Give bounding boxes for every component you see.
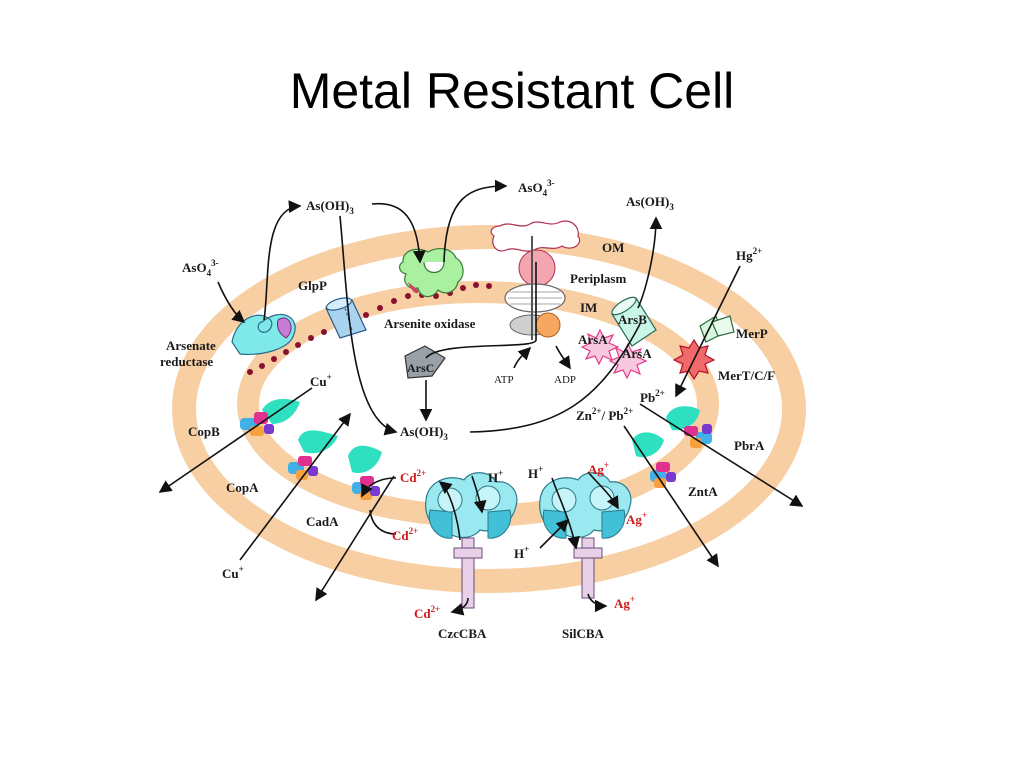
arsa-stars (580, 328, 648, 380)
cd-bottom-label: Cd2+ (414, 604, 440, 621)
h-bottom-label: H+ (514, 544, 529, 561)
czccba-label: CzcCBA (438, 626, 487, 641)
pbra-protein (666, 406, 712, 448)
arsb-channel (611, 296, 657, 347)
arsa-label-2: ArsA (622, 346, 652, 361)
pbra-label: PbrA (734, 438, 765, 453)
outer-membrane (172, 225, 806, 593)
slide-title: Metal Resistant Cell (289, 63, 735, 119)
mert-label: MerT/C/F (718, 368, 775, 383)
arsc-enzyme (404, 345, 446, 379)
merp-label: MerP (736, 326, 768, 341)
reaction-arrows (158, 179, 804, 616)
periplasm-label: Periplasm (570, 271, 626, 286)
arsc-label: ArsC (407, 361, 434, 375)
asoh3-center-label: As(OH)3 (400, 424, 448, 442)
arsenate-reductase-protein (231, 313, 296, 355)
ag-bottom-label: Ag+ (614, 594, 635, 611)
asoh3-right-label: As(OH)3 (626, 194, 674, 212)
adp-label: ADP (554, 374, 576, 386)
im-label: IM (580, 300, 597, 315)
copa-label: CopA (226, 480, 259, 495)
copb-label: CopB (188, 424, 220, 439)
czccba-complex (425, 472, 518, 609)
cu-top-label: Cu+ (310, 372, 332, 389)
asoh3-left-label: As(OH)3 (306, 198, 354, 216)
ag-top-label: Ag+ (588, 460, 609, 477)
aso4-top-label: AsO43- (518, 178, 555, 198)
outer-membrane-pore (490, 220, 581, 252)
cada-label: CadA (306, 514, 339, 529)
glpp-label: GlpP (298, 278, 327, 293)
cu-bottom-label: Cu+ (222, 564, 244, 581)
arsa-label-1: ArsA (578, 332, 608, 347)
glpp-channel (325, 297, 367, 339)
arsenite-oxidase-label: Arsenite oxidase (384, 316, 476, 331)
arsenate-reductase-label-1: Arsenate (166, 338, 216, 353)
znta-label: ZntA (688, 484, 718, 499)
h-right-label: H+ (528, 464, 543, 481)
atp-label: ATP (494, 374, 514, 386)
arsenate-reductase-label-2: reductase (160, 354, 213, 369)
arsb-label: ArsB (618, 312, 647, 327)
pb-label: Pb2+ (640, 388, 665, 405)
ag-mid-label: Ag+ (626, 510, 647, 527)
cd-mid-label: Cd2+ (392, 526, 418, 543)
h-left-label: H+ (488, 468, 503, 485)
aso4-left-label: AsO43- (182, 258, 219, 278)
om-label: OM (602, 240, 624, 255)
copa-protein (288, 430, 338, 480)
cd-top-label: Cd2+ (400, 468, 426, 485)
hg-label: Hg2+ (736, 246, 762, 263)
arsenite-transport-complex (504, 236, 566, 340)
silcba-label: SilCBA (562, 626, 605, 641)
zn-pb-label: Zn2+/ Pb2+ (576, 406, 633, 423)
